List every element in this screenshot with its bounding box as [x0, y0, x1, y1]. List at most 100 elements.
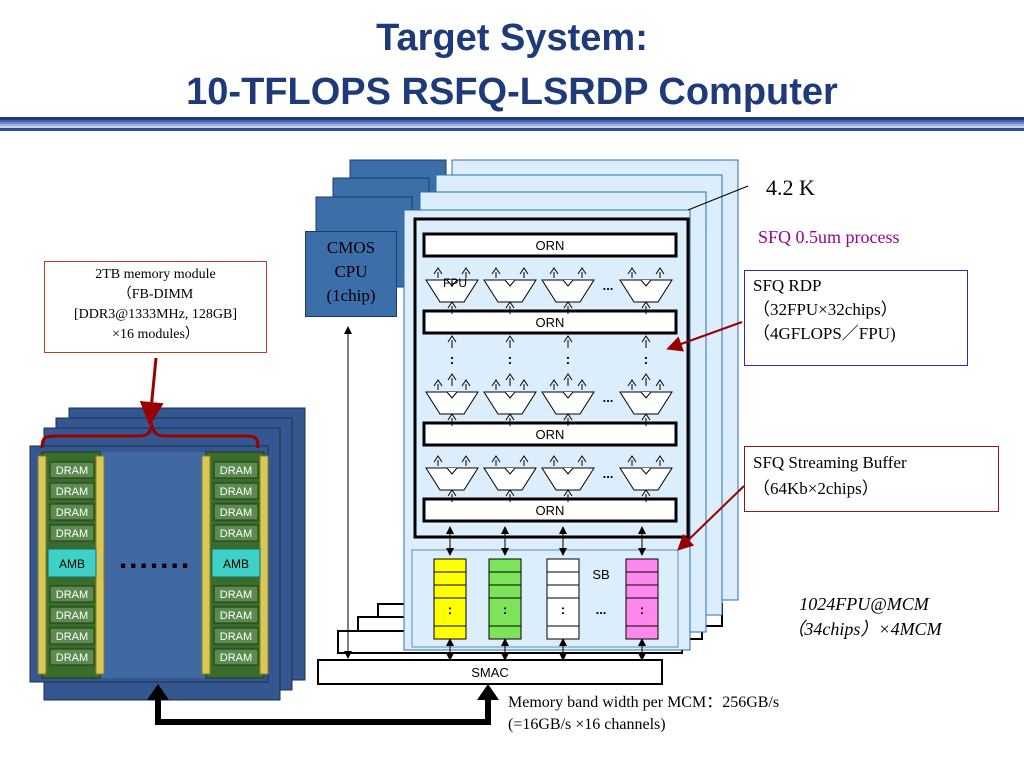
memory-brace [40, 421, 260, 449]
dram-label: DRAM [56, 631, 88, 643]
buffer-column: : [546, 526, 580, 661]
mcm-note-line-1: 1024FPU@MCM [799, 594, 929, 614]
fpu-ellipsis: ... [603, 390, 614, 405]
vertical-dots: : [566, 351, 571, 367]
cmos-label-3: (1chip) [326, 286, 376, 305]
dram-label: DRAM [56, 610, 88, 622]
dram-chip [49, 482, 95, 500]
memory-module-box: 2TB memory module （FB-DIMM [DDR3@1333MHz… [44, 261, 267, 353]
process-label: SFQ 0.5um process [758, 227, 900, 247]
bandwidth-line-1: Memory band width per MCM：256GB/s [508, 694, 780, 711]
buffer-box-line-1: SFQ Streaming Buffer [753, 453, 907, 472]
amb-chip [47, 548, 97, 578]
amb-chip [211, 548, 261, 578]
smac-label: SMAC [471, 665, 509, 680]
vertical-dots: : [508, 351, 513, 367]
dram-label: DRAM [220, 589, 252, 601]
fpu-unit [425, 267, 479, 314]
vertical-dots: : [644, 351, 649, 367]
dram-chip [213, 461, 259, 479]
memory-box-line-1: 2TB memory module [95, 267, 216, 282]
temperature-leader [687, 185, 749, 211]
fpu-unit [483, 379, 537, 426]
fpu-unit [483, 455, 537, 502]
dram-chip [213, 585, 259, 603]
dram-label: DRAM [220, 652, 252, 664]
buffer-ellipsis: ... [596, 602, 607, 617]
dram-label: DRAM [56, 507, 88, 519]
dram-label: DRAM [220, 610, 252, 622]
dram-label: DRAM [220, 486, 252, 498]
dram-chip [49, 461, 95, 479]
cmos-cpu-board: CMOS CPU (1chip) [305, 231, 397, 317]
fpu-unit [619, 379, 673, 426]
rdp-box-line-2: （32FPU×32chips） [753, 300, 898, 319]
memory-box-line-2: （FB-DIMM [117, 287, 194, 302]
dram-label: DRAM [56, 486, 88, 498]
sfq-rdp-box: SFQ RDP （32FPU×32chips） （4GFLOPS／FPU) [744, 270, 968, 366]
dram-chip [49, 503, 95, 521]
dram-chip [213, 648, 259, 666]
memory-box-line-4: ×16 modules） [112, 327, 199, 342]
temperature-label: 4.2 K [766, 175, 815, 200]
mcm-note-line-2: （34chips）×4MCM [786, 619, 942, 639]
dimm-modules: DRAM DRAM DRAM DRAM DRAM DRAM DRAM DRAM AMB DRAM D… [37, 451, 269, 679]
buffer-dots: : [640, 602, 644, 617]
sb-label: SB [592, 567, 609, 582]
dram-chip [49, 627, 95, 645]
dram-label: DRAM [56, 465, 88, 477]
dram-chip [213, 524, 259, 542]
title-line-1: Target System: [376, 17, 648, 59]
dram-chip [49, 585, 95, 603]
fpu-label: FPU [443, 276, 467, 290]
bandwidth-note: Memory band width per MCM：256GB/s (=16GB… [508, 692, 779, 736]
fpu-unit [541, 379, 595, 426]
cmos-label-1: CMOS [326, 238, 376, 257]
buffer-dots: : [503, 602, 507, 617]
memory-box-line-3: [DDR3@1333MHz, 128GB] [74, 307, 237, 322]
rdp-box-line-3: （4GFLOPS／FPU) [753, 324, 896, 343]
dram-chip [213, 627, 259, 645]
mcm-note: 1024FPU@MCM （34chips）×4MCM [764, 592, 964, 642]
bandwidth-line-2: (=16GB/s ×16 channels) [508, 716, 666, 733]
fpu-unit [483, 267, 537, 314]
orn-label-2: ORN [536, 315, 565, 330]
dram-label: DRAM [220, 528, 252, 540]
dram-chip [213, 606, 259, 624]
fpu-unit [541, 455, 595, 502]
buffer-callout-arrow [677, 485, 745, 551]
orn-label-3: ORN [536, 427, 565, 442]
fpu-unit [619, 267, 673, 314]
buffer-dots: : [448, 602, 452, 617]
amb-label: AMB [59, 557, 85, 571]
dram-chip [213, 503, 259, 521]
buffer-column: : [488, 526, 522, 661]
dram-label: DRAM [220, 465, 252, 477]
title-underline-bands [0, 117, 1024, 131]
memory-bandwidth-connector [155, 692, 491, 725]
title-line-2: 10-TFLOPS RSFQ-LSRDP Computer [186, 71, 838, 113]
orn-label-4: ORN [536, 503, 565, 518]
fpu-ellipsis: ... [603, 278, 614, 293]
buffer-column: : [625, 526, 659, 661]
dram-chip [49, 606, 95, 624]
vertical-dots: : [450, 351, 455, 367]
dram-chip [213, 482, 259, 500]
dram-label: DRAM [56, 528, 88, 540]
rdp-box-line-1: SFQ RDP [753, 276, 822, 295]
memory-callout-arrow [139, 357, 164, 426]
rdp-callout-arrow [666, 321, 743, 352]
dram-chip [49, 648, 95, 666]
buffer-column: : [433, 526, 467, 661]
buffer-dots: : [561, 602, 565, 617]
fpu-unit [619, 455, 673, 502]
dram-label: DRAM [56, 589, 88, 601]
memory-ellipsis: ....... [119, 542, 191, 575]
fpu-rows: .........FPU:::: [425, 267, 673, 502]
orn-bars [422, 232, 678, 523]
dram-label: DRAM [220, 631, 252, 643]
